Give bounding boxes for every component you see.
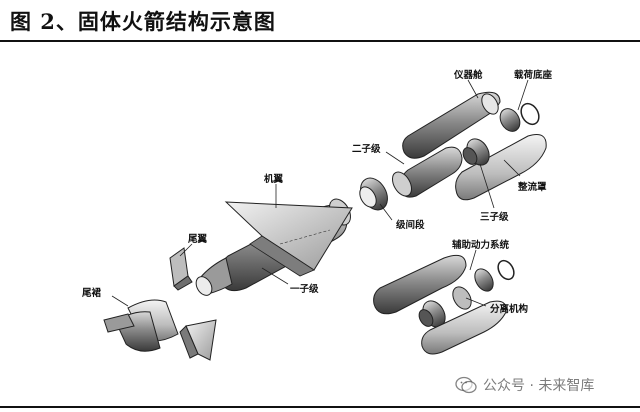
rocket-exploded-diagram: 仪器舱 载荷底座 二子级 三子级 整流罩 级间段 机翼 尾翼 尾裙 一子级 辅助… bbox=[81, 69, 553, 361]
label-auxiliary-power: 辅助动力系统 bbox=[452, 239, 510, 251]
label-third-stage: 三子级 bbox=[480, 211, 509, 223]
page-title: 图 2、固体火箭结构示意图 bbox=[10, 9, 276, 34]
fairing-half-bottom bbox=[421, 300, 507, 355]
leader-lines bbox=[111, 79, 529, 307]
auxiliary-power-parts bbox=[474, 259, 515, 292]
interstage-ring bbox=[359, 177, 388, 211]
fairing-half-lower bbox=[373, 254, 467, 315]
bottom-divider bbox=[0, 406, 640, 408]
label-instrument-cabin: 仪器舱 bbox=[453, 69, 483, 81]
label-fairing: 整流罩 bbox=[517, 181, 547, 193]
fairing-half bbox=[455, 134, 547, 201]
third-stage-component bbox=[462, 138, 490, 166]
payload-base-parts bbox=[499, 102, 540, 132]
tail-fin-lower bbox=[179, 319, 217, 361]
watermark-text: 公众号 · 未来智库 bbox=[483, 378, 595, 394]
tail-skirt bbox=[103, 299, 179, 352]
label-second-stage: 二子级 bbox=[352, 143, 381, 155]
label-wing: 机翼 bbox=[264, 173, 284, 185]
label-tail-wing: 尾翼 bbox=[187, 234, 208, 245]
instrument-cabin-shroud bbox=[402, 91, 501, 159]
label-tail-skirt: 尾裙 bbox=[81, 287, 102, 299]
label-separation-mechanism: 分离机构 bbox=[490, 303, 529, 315]
wing bbox=[224, 201, 353, 277]
label-payload-base: 载荷底座 bbox=[514, 69, 553, 81]
title-divider bbox=[0, 40, 640, 42]
watermark: 公众号 · 未来智库 bbox=[455, 372, 594, 398]
label-first-stage: 一子级 bbox=[290, 283, 319, 295]
label-interstage: 级间段 bbox=[395, 219, 425, 231]
wechat-icon bbox=[455, 376, 477, 394]
tail-fin-upper bbox=[169, 247, 193, 291]
separation-mechanism-parts bbox=[418, 286, 472, 328]
second-stage-body bbox=[392, 146, 463, 198]
